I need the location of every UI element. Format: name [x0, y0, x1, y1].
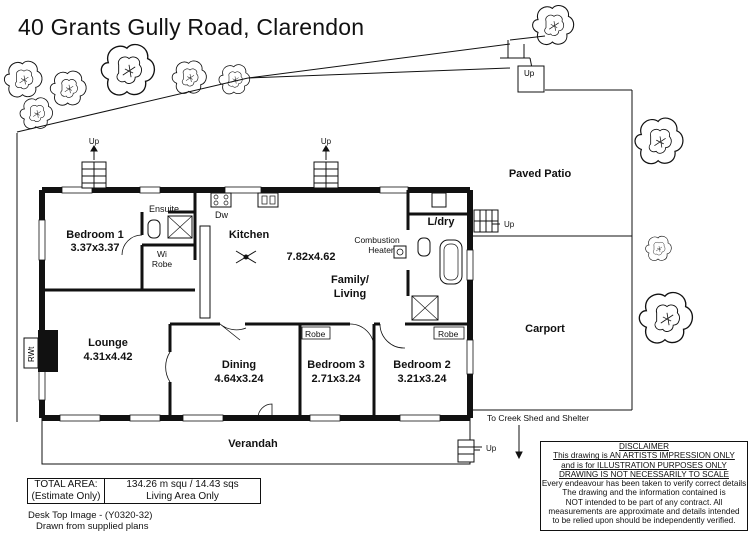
- disclaimer-body: measurements are approximate and details…: [548, 507, 740, 517]
- boundary-lines: [16, 35, 633, 422]
- toilet-icon: [417, 237, 431, 257]
- bedroom2-name: Bedroom 2: [393, 359, 450, 371]
- up-label: Up: [486, 444, 497, 453]
- tree-icon: [100, 43, 156, 96]
- combustion-heater-label: Combustion: [354, 235, 400, 245]
- footnote-line: Drawn from supplied plans: [36, 521, 149, 532]
- tree-icon: [638, 291, 694, 344]
- dining-name: Dining: [222, 359, 256, 371]
- tree-icon: [49, 70, 87, 106]
- total-area-note: (Estimate Only): [31, 491, 101, 502]
- disclaimer-body: The drawing and the information containe…: [562, 488, 726, 498]
- sink-icon: [257, 192, 279, 208]
- combustion-heater-label-2: Heater: [368, 245, 394, 255]
- kitchen-bench: [199, 225, 211, 319]
- bedroom1-dims: 3.37x3.37: [71, 242, 120, 254]
- laundry-tub-icon: [431, 192, 447, 208]
- ceiling-fan-icon: [235, 250, 257, 264]
- page-title: 40 Grants Gully Road, Clarendon: [18, 14, 365, 40]
- family-living-label-2: Living: [334, 288, 366, 300]
- disclaimer-line: This drawing is AN ARTISTS IMPRESSION ON…: [553, 451, 735, 461]
- heater-icon: [393, 245, 407, 259]
- total-area-value: 134.26 m squ / 14.43 sqs: [126, 479, 239, 490]
- room-labels: Up Up Up Up Bedroom 1 3.37x3.37 Ensuite …: [66, 137, 589, 453]
- tree-icon: [645, 235, 672, 261]
- bedroom3-name: Bedroom 3: [307, 359, 364, 371]
- footnote-line: Desk Top Image - (Y0320-32): [28, 510, 153, 521]
- up-arrows: [90, 145, 523, 460]
- tree-icon: [218, 64, 251, 95]
- tree-icon: [634, 117, 684, 165]
- dining-dims: 4.64x3.24: [215, 373, 265, 385]
- bath-icon: [439, 239, 463, 285]
- disclaimer-body: Every endeavour has been taken to verify…: [541, 479, 747, 489]
- ensuite-label: Ensuite: [149, 204, 179, 214]
- tree-icon: [19, 97, 53, 130]
- verandah-area: [41, 417, 471, 465]
- doors: [121, 234, 406, 419]
- robe-label: Robe: [305, 329, 326, 339]
- dishwasher-label: Dw: [215, 210, 228, 220]
- stove-icon: [210, 192, 232, 208]
- robe-label: Robe: [438, 329, 459, 339]
- disclaimer-body: to be relied upon should be independentl…: [552, 516, 736, 526]
- bedroom1-name: Bedroom 1: [66, 229, 123, 241]
- bedroom3-dims: 2.71x3.24: [312, 373, 362, 385]
- disclaimer-heading: DISCLAIMER: [618, 442, 670, 451]
- carport-label: Carport: [525, 323, 565, 335]
- interior-walls: [42, 190, 470, 418]
- rainwater-tank: [23, 337, 39, 369]
- windows: [38, 186, 474, 422]
- total-area-box: TOTAL AREA: (Estimate Only) 134.26 m squ…: [27, 478, 261, 504]
- tree-icon: [532, 4, 575, 46]
- rwt-label: RWt: [27, 346, 36, 362]
- wi-robe-label-2: Robe: [152, 259, 173, 269]
- up-label: Up: [321, 137, 332, 146]
- lounge-name: Lounge: [88, 337, 128, 349]
- fireplace: [38, 330, 58, 372]
- verandah-label: Verandah: [228, 438, 278, 450]
- to-creek-label: To Creek Shed and Shelter: [487, 413, 589, 423]
- up-label: Up: [89, 137, 100, 146]
- bedroom2-dims: 3.21x3.24: [398, 373, 448, 385]
- disclaimer-box: DISCLAIMER This drawing is AN ARTISTS IM…: [540, 441, 748, 531]
- gate-up-label: Up: [524, 69, 535, 78]
- laundry-label: L/dry: [428, 216, 456, 228]
- kitchen-label: Kitchen: [229, 229, 270, 241]
- paved-patio-label: Paved Patio: [509, 168, 572, 180]
- disclaimer-line: and is for ILLUSTRATION PURPOSES ONLY: [561, 460, 727, 470]
- total-area-scope: Living Area Only: [146, 491, 219, 502]
- total-area-label: TOTAL AREA:: [34, 479, 98, 490]
- disclaimer-line: DRAWING IS NOT NECESSARILY TO SCALE: [558, 469, 729, 479]
- up-label: Up: [504, 220, 515, 229]
- family-living-label: Family/: [331, 274, 369, 286]
- tree-icon: [3, 60, 43, 98]
- steps: [81, 161, 499, 463]
- footnote: Desk Top Image - (Y0320-32) Drawn from s…: [28, 510, 152, 532]
- toilet-icon: [147, 219, 161, 239]
- disclaimer-body: NOT intended to be part of any contract.…: [565, 497, 723, 507]
- wi-robe-label: Wi: [157, 249, 167, 259]
- living-dims: 7.82x4.62: [287, 251, 336, 263]
- lounge-dims: 4.31x4.42: [84, 351, 133, 363]
